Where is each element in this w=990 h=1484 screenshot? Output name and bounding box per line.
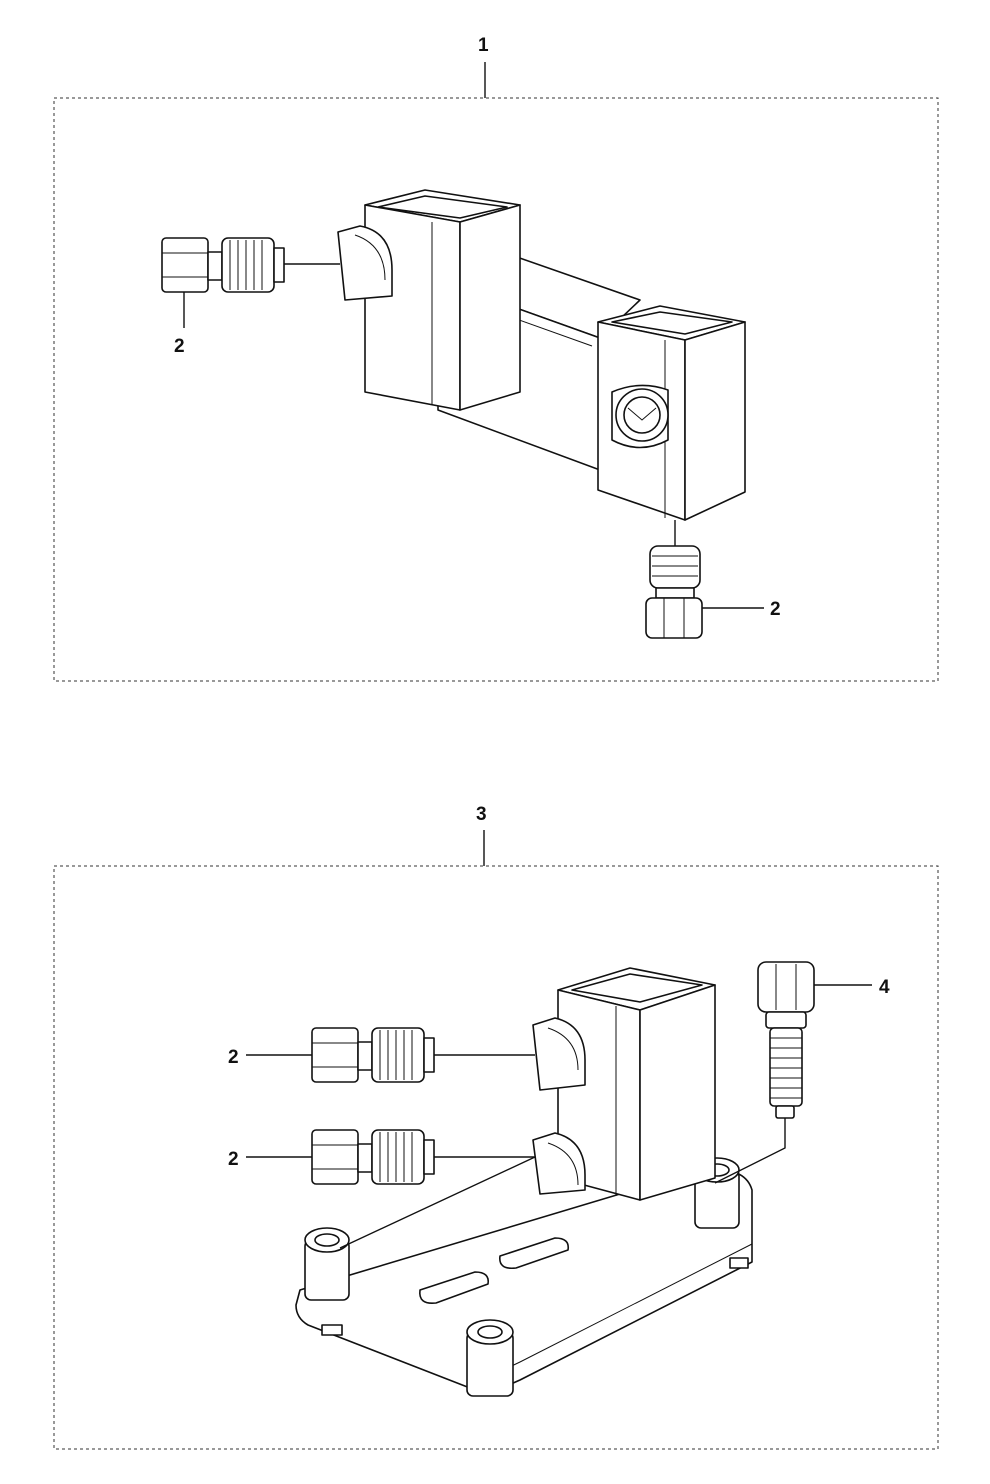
leader-bolt-to-plate: [714, 1118, 786, 1184]
bottom-socket: [532, 967, 716, 1201]
callout-assembly-1: 1: [478, 35, 489, 56]
slot-right: [499, 1237, 570, 1270]
top-assembly-group: 1: [53, 35, 939, 682]
leader-fitting-to-plate: [339, 1156, 536, 1249]
callout-fitting-top-right: 2: [770, 599, 781, 620]
bottom-assembly-frame: [53, 865, 939, 1450]
feet: [304, 1157, 749, 1397]
slot-left: [419, 1271, 490, 1305]
bottom-socket-boss-lower: [532, 1132, 586, 1195]
fitting-top-left: [161, 237, 340, 328]
bottom-assembly-group: 3: [53, 804, 939, 1450]
callout-fitting-bottom-upper: 2: [228, 1047, 239, 1068]
callout-fitting-bottom-lower: 2: [228, 1149, 239, 1170]
callout-fitting-top-left: 2: [174, 336, 185, 357]
bolt: [714, 961, 872, 1184]
base-plate: [295, 1157, 753, 1397]
fitting-bottom-lower: [246, 1129, 536, 1249]
callout-bolt: 4: [879, 977, 890, 998]
bottom-socket-boss-upper: [532, 1017, 586, 1091]
left-socket-boss: [337, 225, 393, 301]
top-assembly-frame: [53, 97, 939, 682]
fitting-bottom-upper: [246, 1027, 535, 1083]
fitting-top-right: [645, 520, 764, 639]
left-socket: [337, 189, 521, 411]
callout-assembly-3: 3: [476, 804, 487, 825]
right-socket: [597, 305, 746, 521]
